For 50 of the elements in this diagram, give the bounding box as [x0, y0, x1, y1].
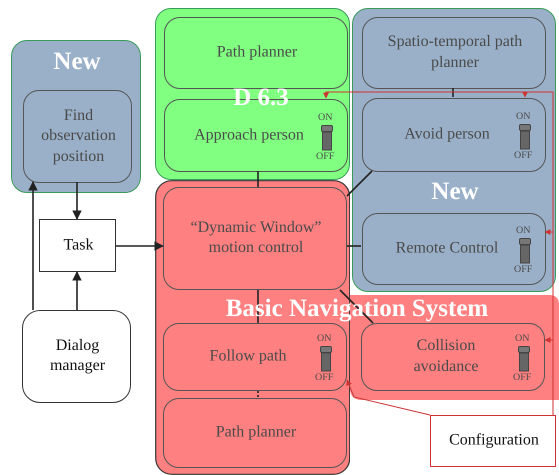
region-title: New: [430, 179, 480, 204]
box-label: Find observation position: [40, 105, 117, 167]
module-box: [361, 323, 545, 391]
switch-label: OFF: [513, 373, 532, 383]
switch-label: OFF: [316, 152, 334, 162]
box-label: Dialog manager: [48, 336, 106, 376]
box-label: Spatio-temporal path planner: [386, 32, 524, 73]
module-box: [163, 187, 347, 290]
connector-line: [257, 171, 259, 187]
arrow: [72, 271, 82, 310]
box-label: Remote Control: [394, 238, 500, 259]
switch-label: ON: [515, 334, 530, 344]
box-label: Collision avoidance: [412, 336, 480, 377]
process-box: [430, 415, 556, 467]
module-box: [362, 98, 546, 172]
switch-label: OFF: [514, 265, 532, 275]
switch-label: ON: [516, 112, 530, 122]
box-label: Task: [62, 235, 94, 256]
module-box: [362, 213, 546, 285]
process-box: [39, 219, 116, 272]
connector-line: [347, 245, 361, 247]
switch-label: OFF: [514, 151, 532, 161]
box-label: “Dynamic Window” motion control: [189, 218, 323, 258]
connector-line: [452, 88, 454, 97]
connector-line: [257, 391, 259, 398]
connector-line: [346, 170, 373, 197]
region-panel: [155, 8, 350, 180]
arrow: [346, 379, 430, 416]
arrow: [28, 181, 38, 310]
region-title: New: [52, 49, 102, 74]
module-box: [362, 17, 546, 89]
module-box: [23, 90, 132, 183]
module-box: [163, 398, 347, 468]
box-label: Path planner: [216, 42, 298, 63]
switch-label: ON: [317, 334, 332, 344]
arrow: [72, 182, 82, 220]
box-label: Path planner: [214, 422, 298, 443]
rounded-box: [22, 310, 131, 403]
module-box: [163, 323, 347, 391]
box-label: Follow path: [208, 346, 288, 367]
box-label: Approach person: [193, 125, 305, 146]
box-label: Avoid person: [403, 124, 491, 145]
box-label: Configuration: [448, 430, 540, 451]
region-panel: [11, 40, 141, 193]
switch-label: ON: [318, 112, 332, 122]
switch-label: ON: [516, 226, 530, 236]
module-box: [164, 17, 348, 89]
switch-label: OFF: [315, 373, 334, 383]
region-panel: [352, 8, 556, 292]
arrow: [116, 241, 164, 251]
